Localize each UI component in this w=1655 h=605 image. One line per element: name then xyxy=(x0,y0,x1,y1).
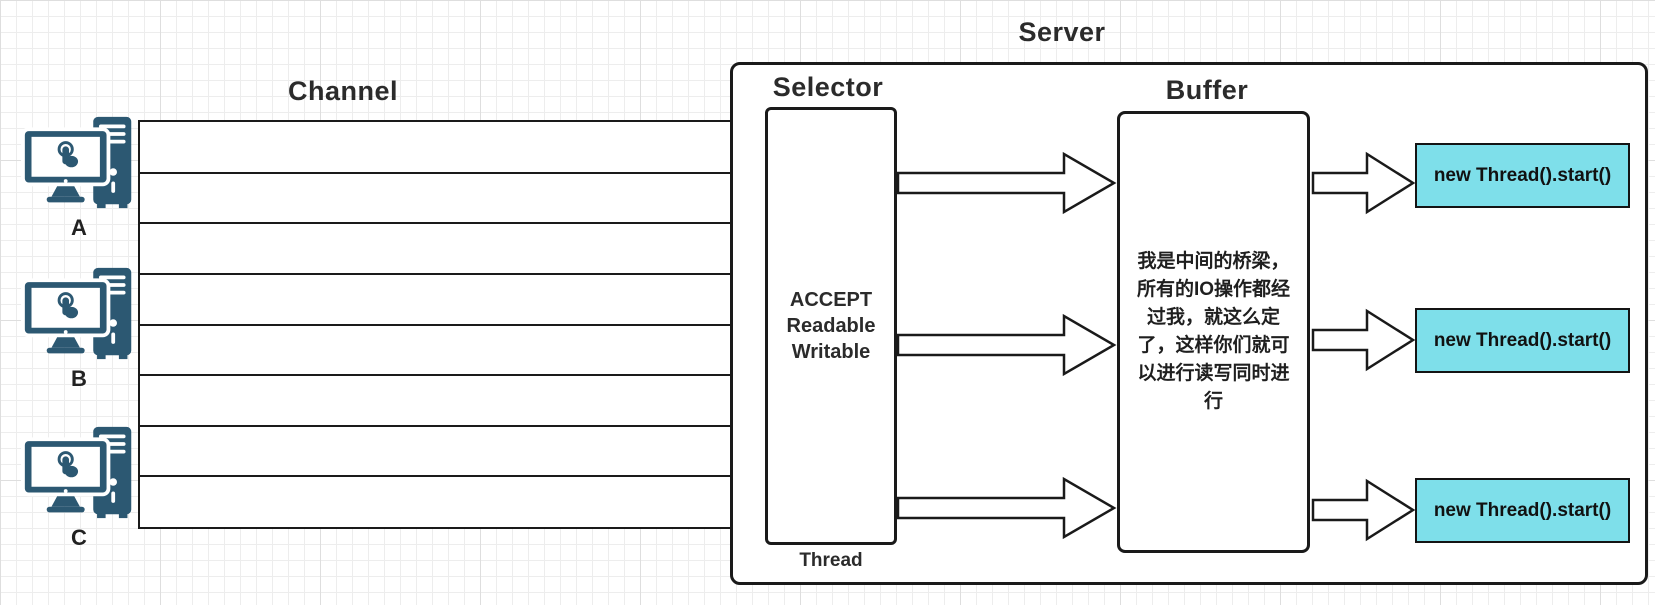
thread-box-label: new Thread().start() xyxy=(1433,499,1612,521)
arrow-buffer-to-thread-3 xyxy=(1311,478,1416,542)
computer-icon xyxy=(21,116,132,209)
client-c: C xyxy=(18,425,140,551)
thread-box-label: new Thread().start() xyxy=(1433,329,1612,351)
server-title: Server xyxy=(1018,17,1106,47)
channel-lane-divider xyxy=(140,171,730,174)
client-a: A xyxy=(18,115,140,241)
computer-icon xyxy=(21,267,132,360)
client-label: A xyxy=(71,215,87,240)
buffer-title: Buffer xyxy=(1165,75,1249,105)
selector-title: Selector xyxy=(772,72,884,102)
channel-lane-divider xyxy=(140,475,730,478)
arrow-selector-to-buffer-2 xyxy=(896,313,1117,377)
channel-lanes xyxy=(138,120,730,529)
client-label: C xyxy=(71,525,87,550)
monitor-shape xyxy=(21,278,111,354)
thread-box: new Thread().start() xyxy=(1415,478,1630,543)
buffer-note-text: 我是中间的桥梁， 所有的IO操作都经 过我，就这么定 了，这样你们就可 以进行读… xyxy=(1136,251,1291,412)
client-b: B xyxy=(18,266,140,392)
channel-lane-divider xyxy=(140,323,730,326)
selector-events-text: ACCEPT Readable Writable xyxy=(786,289,876,363)
channel-lane-divider xyxy=(140,424,730,427)
selector-thread-label: Thread xyxy=(799,550,863,571)
selector-box: ACCEPT Readable Writable xyxy=(765,107,897,545)
monitor-shape xyxy=(21,127,111,203)
thread-box-label: new Thread().start() xyxy=(1433,164,1612,186)
channel-lane-divider xyxy=(140,374,730,377)
arrow-selector-to-buffer-3 xyxy=(896,476,1117,540)
arrow-buffer-to-thread-1 xyxy=(1311,151,1416,215)
client-label: B xyxy=(71,366,87,391)
arrow-selector-to-buffer-1 xyxy=(896,151,1117,215)
arrow-buffer-to-thread-2 xyxy=(1311,308,1416,372)
thread-box: new Thread().start() xyxy=(1415,308,1630,373)
computer-icon xyxy=(21,426,132,519)
channel-title: Channel xyxy=(287,76,398,106)
channel-lane-divider xyxy=(140,272,730,275)
monitor-shape xyxy=(21,437,111,513)
thread-box: new Thread().start() xyxy=(1415,143,1630,208)
channel-lane-divider xyxy=(140,222,730,225)
buffer-box: 我是中间的桥梁， 所有的IO操作都经 过我，就这么定 了，这样你们就可 以进行读… xyxy=(1117,111,1310,553)
